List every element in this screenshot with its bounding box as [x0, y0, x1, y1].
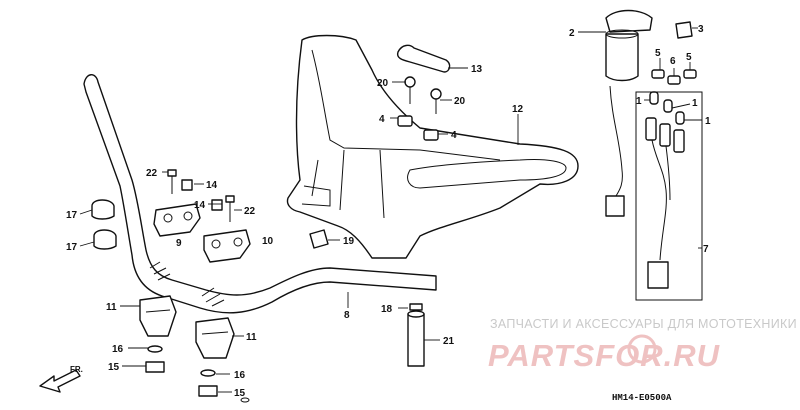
cable-clamps — [91, 199, 117, 250]
upper-holder-10 — [203, 229, 251, 263]
label-part-1b: 1 — [692, 98, 698, 109]
label-part-17b: 17 — [66, 242, 78, 253]
label-part-12: 12 — [512, 104, 524, 115]
emblem — [396, 44, 451, 73]
label-part-15a: 15 — [108, 362, 120, 373]
screws-grommets — [397, 76, 442, 141]
label-part-17a: 17 — [66, 210, 78, 221]
label-part-2: 2 — [569, 28, 575, 39]
watermark-text: ЗАПЧАСТИ И АКСЕССУАРЫ ДЛЯ МОТОТЕХНИКИ — [490, 317, 797, 331]
label-part-19: 19 — [343, 236, 355, 247]
label-part-18: 18 — [381, 304, 393, 315]
label-part-8: 8 — [344, 310, 350, 321]
label-part-10: 10 — [262, 236, 274, 247]
clip-19 — [309, 229, 329, 249]
label-part-1c: 1 — [705, 116, 711, 127]
bulbs — [649, 91, 685, 125]
ignition-switch — [605, 9, 693, 217]
lower-holder-left — [139, 295, 177, 337]
label-part-6: 6 — [670, 56, 676, 67]
label-part-16b: 16 — [234, 370, 246, 381]
label-part-20a: 20 — [377, 78, 389, 89]
gear-icon — [627, 334, 657, 364]
part-number-labels: 2 3 5 6 5 1 1 1 7 13 20 20 4 4 12 19 22 … — [66, 24, 711, 399]
label-part-15b: 15 — [234, 388, 246, 399]
label-part-1a: 1 — [636, 96, 642, 107]
lower-holder-right — [195, 317, 235, 359]
handlebar-cover — [286, 34, 579, 259]
label-part-5a: 5 — [655, 48, 661, 59]
bolts — [167, 169, 235, 222]
rod-21 — [407, 303, 425, 367]
label-part-22a: 22 — [146, 168, 158, 179]
label-part-7: 7 — [703, 244, 709, 255]
label-part-4b: 4 — [451, 130, 457, 141]
watermark-logo: PARTSFOR.RU — [488, 334, 721, 373]
label-part-13: 13 — [471, 64, 483, 75]
label-part-11a: 11 — [106, 302, 117, 313]
label-part-16a: 16 — [112, 344, 124, 355]
label-part-20b: 20 — [454, 96, 466, 107]
label-part-5b: 5 — [686, 52, 692, 63]
watermark-logo-text: PARTSFOR.RU — [488, 338, 721, 373]
front-direction-arrow: FR. — [39, 365, 83, 393]
leader-lines — [79, 27, 702, 393]
figure-code: HM14-E0500A — [612, 393, 672, 403]
front-direction-label: FR. — [70, 365, 83, 374]
wire-harness — [635, 91, 703, 301]
handlebar — [83, 74, 437, 314]
label-part-22b: 22 — [244, 206, 256, 217]
upper-holder-9 — [153, 203, 201, 237]
label-part-21: 21 — [443, 336, 455, 347]
label-part-3: 3 — [698, 24, 704, 35]
label-part-4a: 4 — [379, 114, 385, 125]
label-part-14a: 14 — [206, 180, 218, 191]
washers-nuts — [145, 345, 250, 403]
label-part-9: 9 — [176, 238, 182, 249]
collars — [651, 69, 697, 85]
watermark: ЗАПЧАСТИ И АКСЕССУАРЫ ДЛЯ МОТОТЕХНИКИ PA… — [488, 317, 797, 373]
label-part-11b: 11 — [246, 332, 257, 343]
label-part-14b: 14 — [194, 200, 206, 211]
